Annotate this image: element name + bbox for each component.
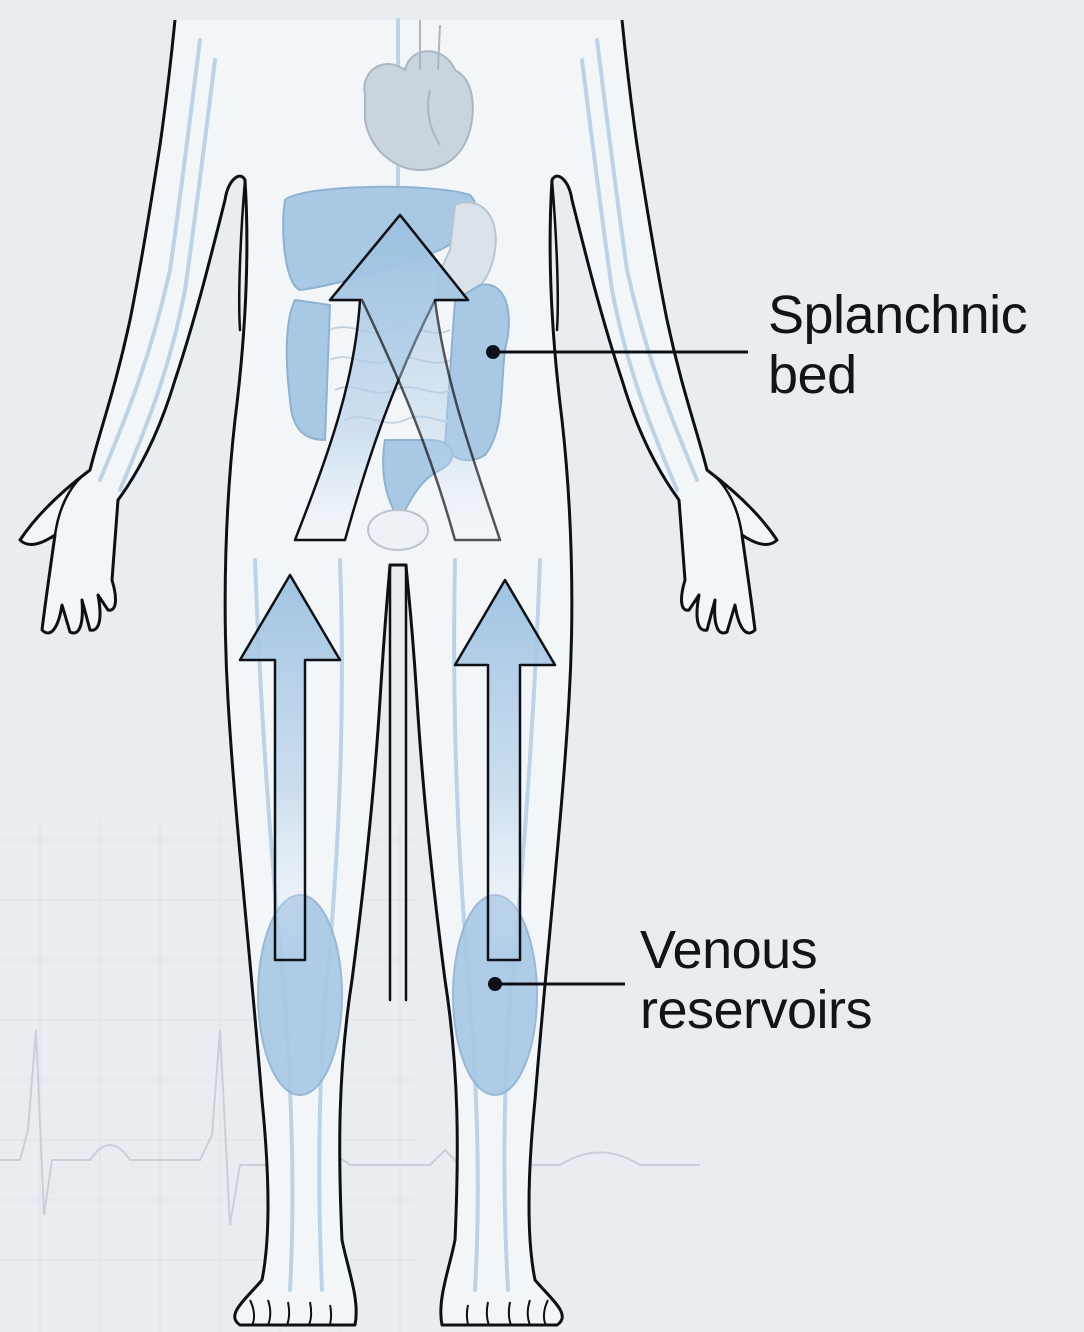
ecg-trace <box>0 1030 700 1225</box>
splanchnic-bed-label: Splanchnic bed <box>768 285 1078 405</box>
venous-label-line2: reservoirs <box>640 980 970 1040</box>
venous-label-line1: Venous <box>640 920 970 980</box>
splanchnic-label-line1: Splanchnic <box>768 285 1078 345</box>
venous-reservoirs-label: Venous reservoirs <box>640 920 970 1040</box>
splanchnic-label-line2: bed <box>768 345 1078 405</box>
splanchnic-leader-dot <box>486 345 500 359</box>
venous-leader-dot <box>488 977 502 991</box>
